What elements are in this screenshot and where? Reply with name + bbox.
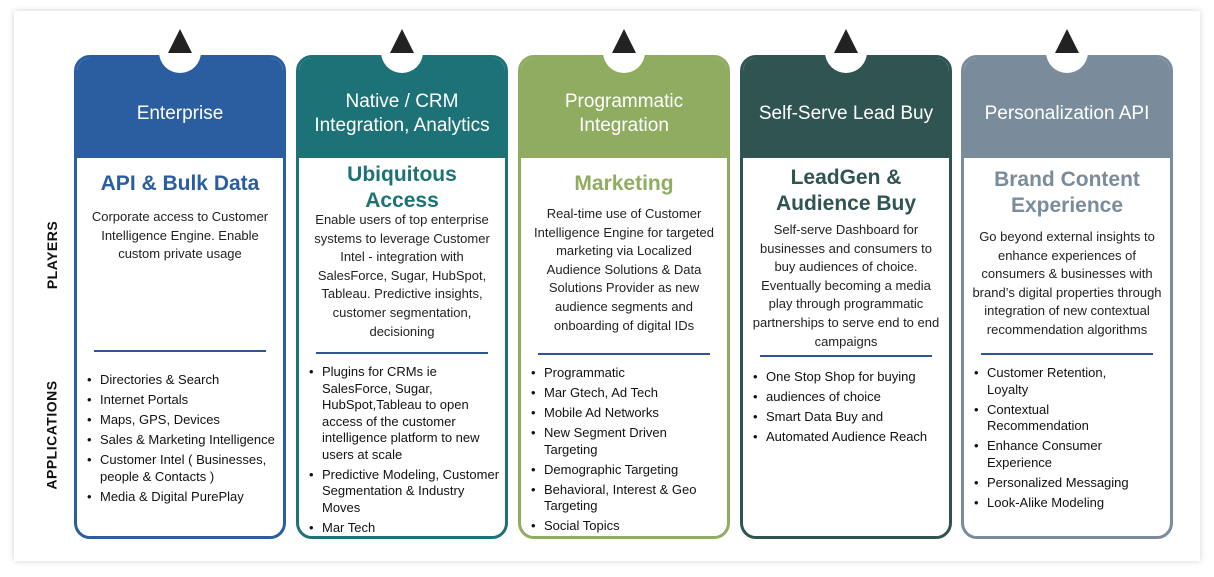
card-title: Marketing <box>574 172 674 195</box>
applications-list: Directories & Search Internet Portals Ma… <box>87 372 279 509</box>
applications-row-label: APPLICATIONS <box>44 380 61 490</box>
card-enterprise: Enterprise API & Bulk Data Corporate acc… <box>74 55 286 539</box>
card-personalization: Personalization API Brand Content Experi… <box>961 55 1173 539</box>
card-title: Brand Content Experience <box>994 168 1140 217</box>
triangle-up-icon <box>168 29 192 53</box>
list-item: Smart Data Buy and <box>753 409 945 426</box>
card-description: Go beyond external insights to enhance e… <box>972 229 1162 337</box>
card-divider <box>538 353 710 355</box>
list-item: Enhance Consumer Experience <box>974 438 1166 471</box>
list-item: Mobile Ad Networks <box>531 405 723 422</box>
list-item: Behavioral, Interest & Geo Targeting <box>531 482 723 515</box>
applications-list: One Stop Shop for buying audiences of ch… <box>753 369 945 449</box>
list-item: Media & Digital PurePlay <box>87 489 279 506</box>
card-title: API & Bulk Data <box>100 172 260 195</box>
list-item: Customer Retention, Loyalty <box>974 365 1166 398</box>
list-item: Mar Gtech, Ad Tech <box>531 385 723 402</box>
list-item: Directories & Search <box>87 372 279 389</box>
applications-list: Programmatic Mar Gtech, Ad Tech Mobile A… <box>531 365 723 536</box>
triangle-up-icon <box>390 29 414 53</box>
list-item: Maps, GPS, Devices <box>87 412 279 429</box>
applications-list: Plugins for CRMs ie SalesForce, Sugar, H… <box>309 364 501 537</box>
list-item: Personalized Messaging <box>974 475 1166 492</box>
card-description: Real-time use of Customer Intelligence E… <box>534 206 714 333</box>
card-title: LeadGen & Audience Buy <box>775 166 917 215</box>
triangle-up-icon <box>834 29 858 53</box>
card-programmatic: Programmatic Integration Marketing Real-… <box>518 55 730 539</box>
players-row-label: PLAYERS <box>44 220 60 290</box>
list-item: Sales & Marketing Intelligence <box>87 432 279 449</box>
list-item: Internet Portals <box>87 392 279 409</box>
list-item: Plugins for CRMs ie SalesForce, Sugar, H… <box>309 364 501 463</box>
list-item: Social Topics <box>531 518 723 535</box>
card-self-serve: Self-Serve Lead Buy LeadGen & Audience B… <box>740 55 952 539</box>
card-header: Self-Serve Lead Buy <box>743 58 949 158</box>
list-item: Predictive Modeling, Customer Segmentati… <box>309 467 501 517</box>
list-item: Contextual Recommendation <box>974 402 1166 435</box>
list-item: Demographic Targeting <box>531 462 723 479</box>
card-divider <box>760 355 932 357</box>
card-divider <box>981 353 1153 355</box>
triangle-up-icon <box>612 29 636 53</box>
applications-list: Customer Retention, Loyalty Contextual R… <box>974 365 1166 515</box>
card-description: Enable users of top enterprise systems t… <box>314 212 490 339</box>
triangle-up-icon <box>1055 29 1079 53</box>
list-item: One Stop Shop for buying <box>753 369 945 386</box>
card-divider <box>94 350 266 352</box>
list-item: New Segment Driven Targeting <box>531 425 723 458</box>
card-native-crm: Native / CRM Integration, Analytics Ubiq… <box>296 55 508 539</box>
card-header: Programmatic Integration <box>521 58 727 158</box>
card-description: Self-serve Dashboard for businesses and … <box>752 222 940 349</box>
card-title: Ubiquitous Access <box>347 163 457 212</box>
card-header: Personalization API <box>964 58 1170 158</box>
card-header: Native / CRM Integration, Analytics <box>299 58 505 158</box>
list-item: audiences of choice <box>753 389 945 406</box>
list-item: Automated Audience Reach <box>753 429 945 446</box>
list-item: Programmatic <box>531 365 723 382</box>
list-item: Mar Tech <box>309 520 501 537</box>
list-item: Look-Alike Modeling <box>974 495 1166 512</box>
card-description: Corporate access to Customer Intelligenc… <box>91 209 269 262</box>
list-item: Customer Intel ( Businesses, people & Co… <box>87 452 279 485</box>
card-header: Enterprise <box>77 58 283 158</box>
card-divider <box>316 352 488 354</box>
